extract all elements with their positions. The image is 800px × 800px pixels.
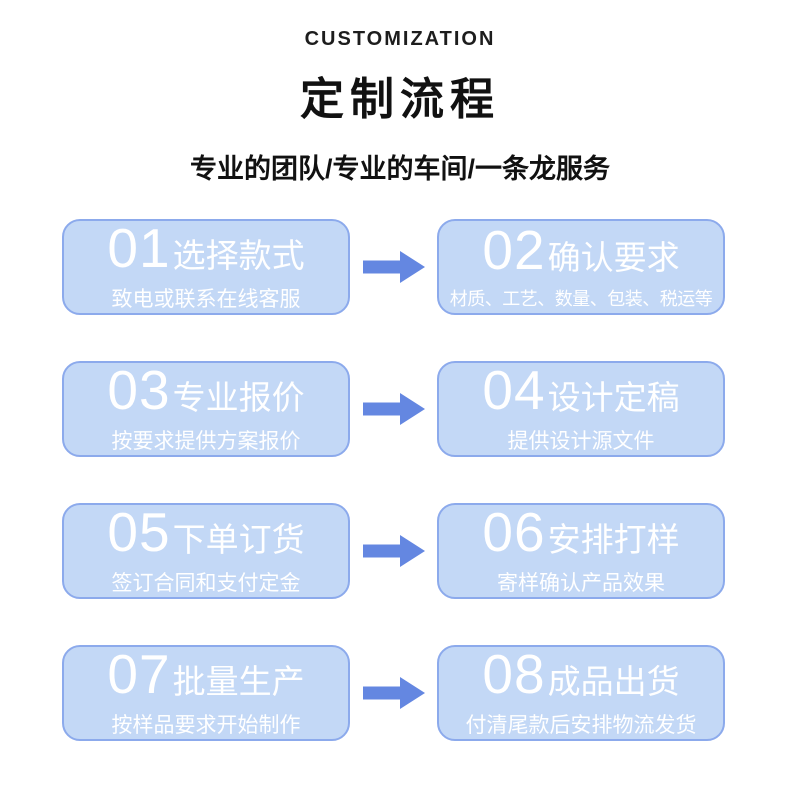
step-title: 批量生产 [172, 663, 305, 700]
page-title: 定制流程 [300, 75, 500, 124]
flow-row-2: 03 专业报价 按要求提供方案报价 04 设计定稿 提供设计源文件 [62, 361, 800, 457]
step-title: 安排打样 [547, 521, 680, 558]
flow-grid: 01 选择款式 致电或联系在线客服 02 确认要求 材质、工艺、数量、包装、税运… [0, 219, 800, 741]
eyebrow-title: CUSTOMIZATION [304, 28, 496, 50]
flow-row-4: 07 批量生产 按样品要求开始制作 08 成品出货 付清尾款后安排物流发货 [62, 645, 800, 741]
step-description: 按要求提供方案报价 [111, 430, 301, 453]
step-number: 04 [482, 361, 546, 421]
step-card-06: 06 安排打样 寄样确认产品效果 [437, 503, 725, 599]
step-heading: 01 选择款式 [107, 221, 304, 276]
step-heading: 07 批量生产 [107, 647, 304, 702]
step-title: 设计定稿 [547, 379, 680, 416]
flow-arrow [350, 249, 437, 285]
step-card-03: 03 专业报价 按要求提供方案报价 [62, 361, 350, 457]
step-card-05: 05 下单订货 签订合同和支付定金 [62, 503, 350, 599]
step-heading: 04 设计定稿 [482, 363, 679, 418]
step-title: 专业报价 [172, 379, 305, 416]
step-heading: 03 专业报价 [107, 363, 304, 418]
step-title: 下单订货 [172, 521, 305, 558]
step-number: 08 [482, 645, 546, 705]
flow-row-1: 01 选择款式 致电或联系在线客服 02 确认要求 材质、工艺、数量、包装、税运… [62, 219, 800, 315]
step-title: 确认要求 [547, 239, 680, 276]
arrow-right-icon [362, 251, 425, 283]
step-card-07: 07 批量生产 按样品要求开始制作 [62, 645, 350, 741]
flow-arrow [350, 675, 437, 711]
step-heading: 06 安排打样 [482, 505, 679, 560]
step-title: 选择款式 [172, 237, 305, 274]
step-number: 07 [107, 645, 171, 705]
step-number: 05 [107, 503, 171, 563]
step-description: 付清尾款后安排物流发货 [465, 714, 697, 737]
arrow-right-icon [362, 535, 425, 567]
step-title: 成品出货 [547, 663, 680, 700]
arrow-right-icon [362, 677, 425, 709]
step-card-08: 08 成品出货 付清尾款后安排物流发货 [437, 645, 725, 741]
step-card-01: 01 选择款式 致电或联系在线客服 [62, 219, 350, 315]
flow-row-3: 05 下单订货 签订合同和支付定金 06 安排打样 寄样确认产品效果 [62, 503, 800, 599]
page-subtitle: 专业的团队/专业的车间/一条龙服务 [189, 154, 610, 184]
step-description: 材质、工艺、数量、包装、税运等 [449, 289, 713, 309]
page-header: CUSTOMIZATION 定制流程 专业的团队/专业的车间/一条龙服务 [0, 0, 800, 186]
step-description: 提供设计源文件 [507, 430, 655, 453]
step-description: 寄样确认产品效果 [497, 572, 665, 595]
step-number: 06 [482, 503, 546, 563]
flow-arrow [350, 533, 437, 569]
step-heading: 02 确认要求 [482, 223, 679, 278]
step-heading: 08 成品出货 [482, 647, 679, 702]
step-card-02: 02 确认要求 材质、工艺、数量、包装、税运等 [437, 219, 725, 315]
step-heading: 05 下单订货 [107, 505, 304, 560]
step-description: 按样品要求开始制作 [111, 714, 301, 737]
step-card-04: 04 设计定稿 提供设计源文件 [437, 361, 725, 457]
step-number: 01 [107, 219, 171, 279]
step-number: 02 [482, 219, 546, 281]
flow-arrow [350, 391, 437, 427]
step-number: 03 [107, 361, 171, 421]
step-description: 签订合同和支付定金 [111, 572, 301, 595]
arrow-right-icon [362, 393, 425, 425]
step-description: 致电或联系在线客服 [111, 288, 301, 311]
